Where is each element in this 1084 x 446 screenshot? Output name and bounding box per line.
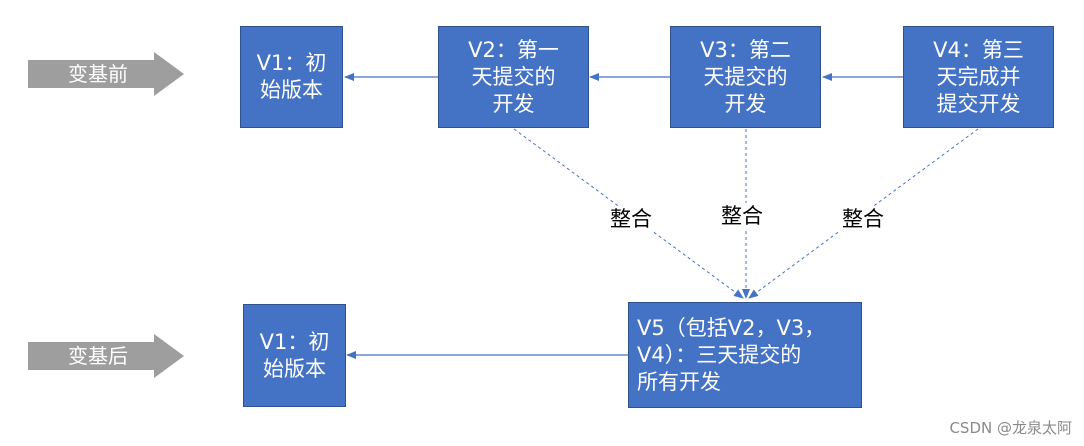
node-v1-before-text: V1：初 始版本: [256, 51, 327, 102]
arrow-body: [28, 342, 156, 370]
node-v3-text: V3：第二 天提交的 开发: [700, 37, 791, 116]
node-v5: V5（包括V2，V3， V4）：三天提交的 所有开发: [628, 302, 862, 408]
node-v2: V2：第一 天提交的 开发: [438, 26, 589, 128]
node-v4-text: V4：第三 天完成并 提交开发: [933, 37, 1024, 116]
before-rebase-label: 变基前: [68, 62, 128, 86]
before-rebase-arrow: 变基前: [28, 52, 188, 96]
arrow-head: [154, 52, 184, 96]
after-rebase-label: 变基后: [68, 344, 128, 368]
node-v1-after: V1：初 始版本: [243, 304, 346, 407]
arrow-body: [28, 60, 156, 88]
node-v1-after-text: V1：初 始版本: [259, 329, 330, 381]
merge-label-v3: 整合: [719, 203, 765, 229]
node-v5-text: V5（包括V2，V3， V4）：三天提交的 所有开发: [637, 315, 826, 394]
node-v1-before: V1：初 始版本: [240, 26, 343, 128]
merge-label-v4: 整合: [840, 206, 886, 232]
node-v4: V4：第三 天完成并 提交开发: [903, 26, 1054, 128]
merge-label-v2: 整合: [608, 206, 654, 232]
node-v3: V3：第二 天提交的 开发: [670, 26, 821, 128]
watermark: CSDN @龙泉太阿: [949, 419, 1072, 437]
arrow-head: [154, 334, 184, 378]
node-v2-text: V2：第一 天提交的 开发: [468, 37, 559, 116]
after-rebase-arrow: 变基后: [28, 334, 188, 378]
